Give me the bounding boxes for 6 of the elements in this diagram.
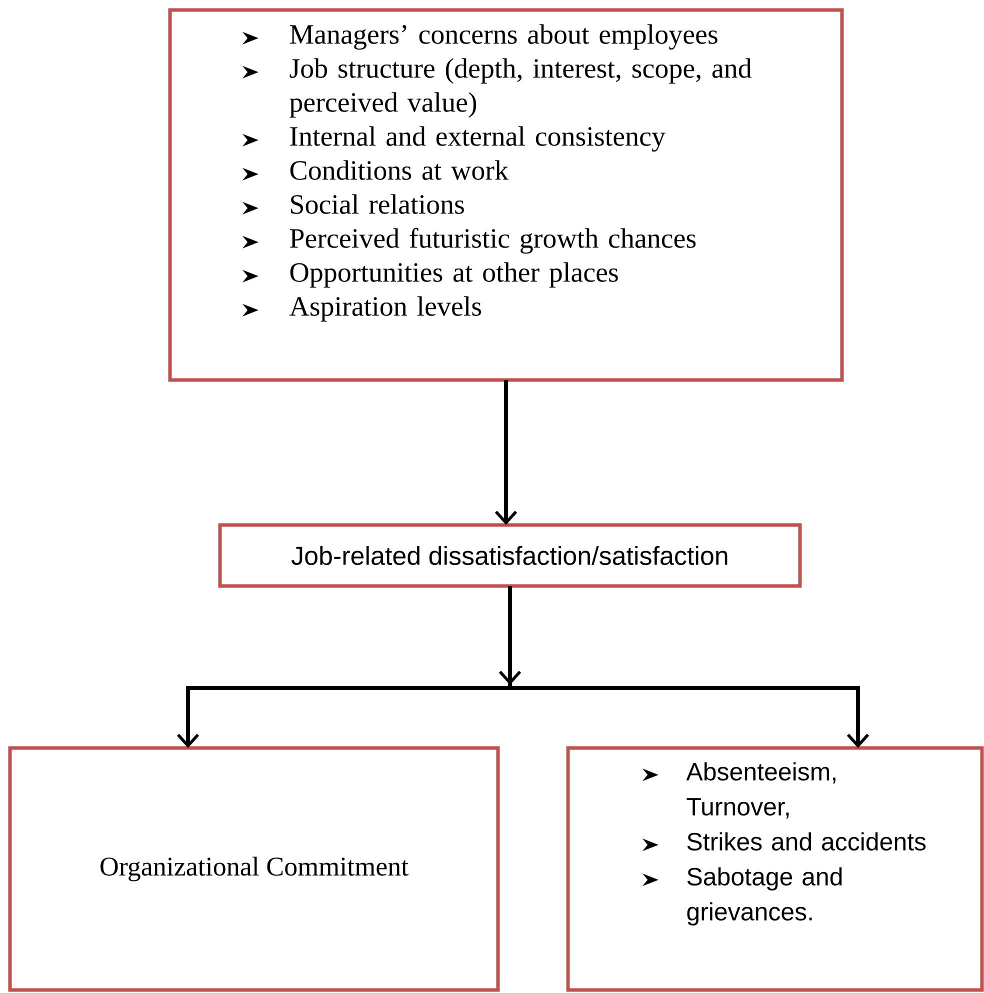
list-box: Absenteeism, Turnover, Strikes and accidents Sabotage and grievances. bbox=[566, 746, 984, 992]
list-box: Managers’ concerns about employees Job structure (depth, interest, scope, and perceived value) Internal and external consistency Conditions at work Social relations Perceived futuristic growth chances Opportunities at other places Aspiration levels bbox=[168, 8, 844, 382]
branch-arrow bbox=[508, 586, 870, 748]
text-box: Organizational Commitment bbox=[8, 746, 500, 992]
arrow bbox=[494, 380, 518, 525]
text-box: Job-related dissatisfaction/satisfaction bbox=[218, 523, 802, 588]
